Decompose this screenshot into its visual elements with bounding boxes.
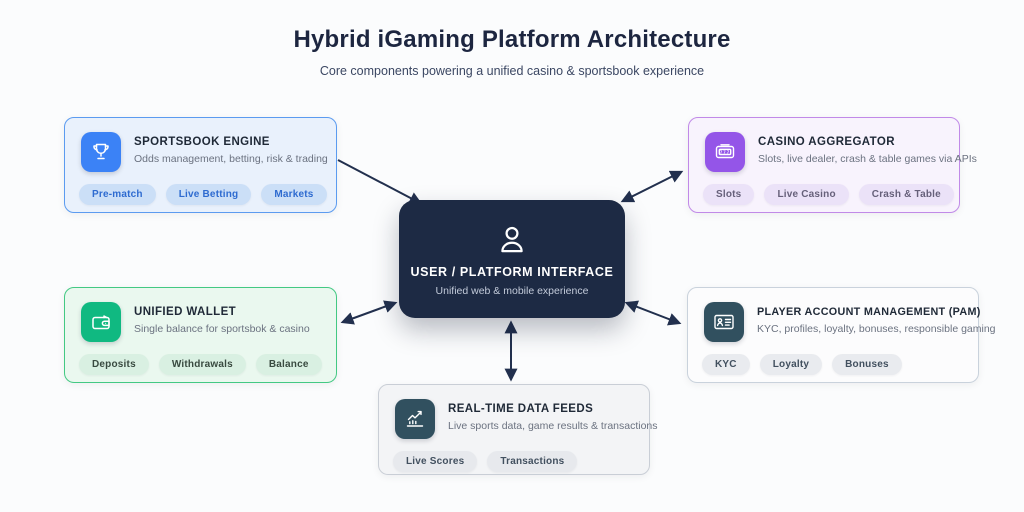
page-title: Hybrid iGaming Platform Architecture [293, 26, 731, 53]
svg-text:777: 777 [720, 150, 730, 155]
tag-row: Pre-match Live Betting Markets [65, 172, 336, 205]
tag-row: Slots Live Casino Crash & Table [689, 172, 959, 205]
node-header: PLAYER ACCOUNT MANAGEMENT (PAM) KYC, pro… [688, 288, 996, 342]
tag-slots: Slots [703, 184, 755, 205]
node-texts: SPORTSBOOK ENGINE Odds management, betti… [134, 132, 328, 165]
node-texts: UNIFIED WALLET Single balance for sports… [134, 302, 310, 335]
node-title: REAL-TIME DATA FEEDS [448, 403, 594, 415]
center-title: USER / PLATFORM INTERFACE [410, 264, 614, 279]
node-sportsbook-engine: SPORTSBOOK ENGINE Odds management, betti… [64, 117, 337, 213]
tag-row: Deposits Withdrawals Balance [65, 342, 336, 375]
node-title: SPORTSBOOK ENGINE [134, 136, 270, 148]
id-card-icon [704, 302, 744, 342]
edge-center-pam [624, 300, 682, 326]
tag-deposits: Deposits [79, 354, 149, 375]
node-header: 777 CASINO AGGREGATOR Slots, live dealer… [689, 118, 977, 172]
node-header: SPORTSBOOK ENGINE Odds management, betti… [65, 118, 336, 172]
node-description: Slots, live dealer, crash & table games … [758, 153, 977, 165]
center-subtitle: Unified web & mobile experience [435, 284, 589, 297]
tag-balance: Balance [255, 354, 322, 375]
page-subtitle: Core components powering a unified casin… [319, 64, 705, 78]
tag-kyc: KYC [702, 354, 750, 375]
tag-live-betting: Live Betting [165, 184, 252, 205]
node-casino-aggregator: 777 CASINO AGGREGATOR Slots, live dealer… [688, 117, 977, 213]
node-title: CASINO AGGREGATOR [758, 136, 895, 148]
node-description: Live sports data, game results & transac… [448, 420, 658, 432]
tag-crash-table: Crash & Table [858, 184, 954, 205]
node-real-time-data-feeds: REAL-TIME DATA FEEDS Live sports data, g… [378, 384, 658, 475]
tag-markets: Markets [261, 184, 327, 205]
node-description: Single balance for sportsbok & casino [134, 323, 310, 335]
node-header: REAL-TIME DATA FEEDS Live sports data, g… [379, 385, 658, 439]
edge-sportsbook-center [337, 159, 423, 205]
user-icon [501, 226, 523, 252]
node-title: PLAYER ACCOUNT MANAGEMENT (PAM) [757, 306, 981, 318]
node-description: Odds management, betting, risk & trading [134, 153, 328, 165]
tag-withdrawals: Withdrawals [158, 354, 246, 375]
edge-wallet-center [340, 300, 398, 325]
node-header: UNIFIED WALLET Single balance for sports… [65, 288, 336, 342]
wallet-icon [81, 302, 121, 342]
node-texts: REAL-TIME DATA FEEDS Live sports data, g… [448, 399, 658, 432]
edge-center-casino [620, 170, 684, 203]
tag-transactions: Transactions [487, 451, 578, 472]
header: Hybrid iGaming Platform Architecture Cor… [0, 26, 1024, 78]
tag-loyalty: Loyalty [759, 354, 823, 375]
node-unified-wallet: UNIFIED WALLET Single balance for sports… [64, 287, 337, 383]
node-user-platform-interface: USER / PLATFORM INTERFACE Unified web & … [399, 200, 625, 318]
node-title: UNIFIED WALLET [134, 306, 237, 318]
tag-bonuses: Bonuses [832, 354, 902, 375]
tag-live-casino: Live Casino [764, 184, 849, 205]
tag-pre-match: Pre-match [79, 184, 156, 205]
node-texts: CASINO AGGREGATOR Slots, live dealer, cr… [758, 132, 977, 165]
node-texts: PLAYER ACCOUNT MANAGEMENT (PAM) KYC, pro… [757, 302, 996, 335]
tag-row: Live Scores Transactions [379, 439, 649, 472]
trophy-icon [81, 132, 121, 172]
chart-icon [395, 399, 435, 439]
tag-row: KYC Loyalty Bonuses [688, 342, 978, 375]
tag-live-scores: Live Scores [393, 451, 478, 472]
node-player-account-management: PLAYER ACCOUNT MANAGEMENT (PAM) KYC, pro… [687, 287, 996, 383]
slot-machine-icon: 777 [705, 132, 745, 172]
node-description: KYC, profiles, loyalty, bonuses, respons… [757, 323, 996, 335]
